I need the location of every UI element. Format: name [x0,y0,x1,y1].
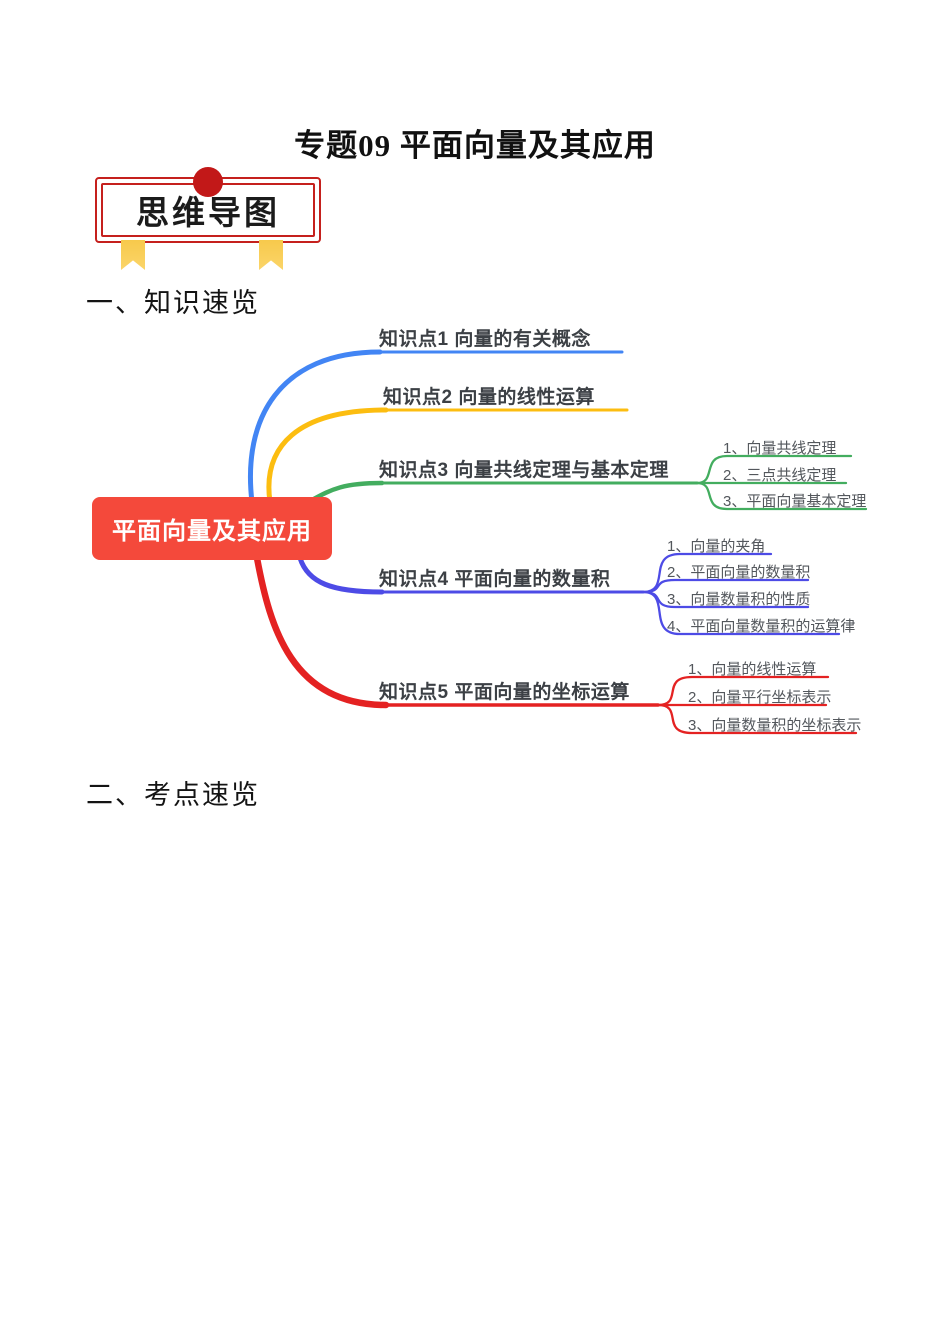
section-heading-exam: 二、考点速览 [86,780,260,810]
mindmap-badge: 思维导图 [95,167,321,270]
child-connector-kp4-4 [641,590,841,636]
page-title: 专题09 平面向量及其应用 [294,128,656,163]
child-label-kp5-3: 3、向量数量积的坐标表示 [688,717,862,734]
branch-label-kp2: 知识点2 向量的线性运算 [383,387,595,408]
branch-label-kp4: 知识点4 平面向量的数量积 [379,569,611,590]
badge-label: 思维导图 [136,194,280,231]
child-label-kp4-1: 1、向量的夹角 [667,538,766,555]
badge-dot-icon [193,167,223,197]
branch-label-kp1: 知识点1 向量的有关概念 [379,329,591,350]
branch-label-kp3: 知识点3 向量共线定理与基本定理 [379,460,669,481]
branch-curve-kp2 [266,407,389,505]
child-label-kp5-2: 2、向量平行坐标表示 [688,689,832,706]
child-label-kp5-1: 1、向量的线性运算 [688,661,817,678]
child-label-kp4-4: 4、平面向量数量积的运算律 [667,618,856,635]
branch-curve-kp1 [247,349,383,505]
child-label-kp3-2: 2、三点共线定理 [723,467,837,484]
mindmap-root-node: 平面向量及其应用 [92,497,332,560]
child-label-kp3-1: 1、向量共线定理 [723,440,837,457]
branch-label-kp5: 知识点5 平面向量的坐标运算 [379,682,630,703]
child-connector-kp5-3 [656,703,858,735]
child-label-kp4-3: 3、向量数量积的性质 [667,591,811,608]
mindmap-connectors [247,349,868,735]
child-label-kp3-3: 3、平面向量基本定理 [723,493,867,510]
section-heading-knowledge: 一、知识速览 [86,288,260,318]
branch-curve-kp4 [297,555,385,595]
child-label-kp4-2: 2、平面向量的数量积 [667,564,811,581]
child-connector-kp3-3 [695,481,868,511]
branch-curve-kp5 [253,554,390,709]
